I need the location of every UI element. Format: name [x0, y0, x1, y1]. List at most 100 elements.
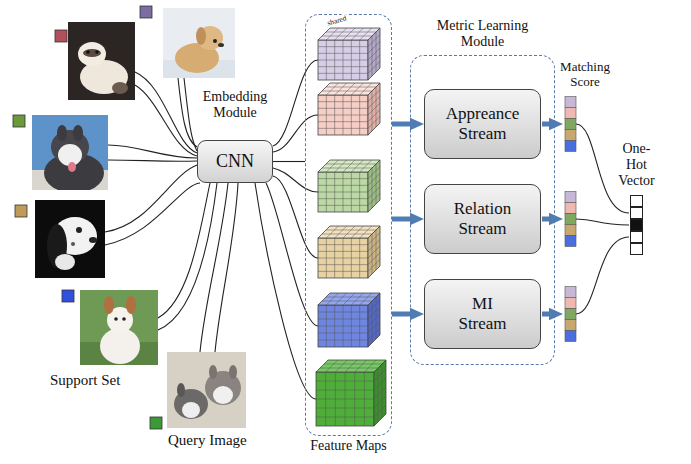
cube-grid	[376, 87, 377, 127]
cube-grid	[368, 41, 380, 53]
wire	[108, 145, 197, 158]
cube-grid	[359, 238, 360, 278]
animal-shape	[196, 27, 206, 45]
wire	[255, 183, 316, 399]
cube-grid	[320, 368, 378, 369]
animal-shape	[112, 82, 128, 94]
animal-shape	[71, 242, 75, 246]
arrow-shaft	[392, 122, 411, 127]
connector	[392, 213, 424, 226]
cube-grid	[318, 60, 368, 61]
animal-shape	[73, 125, 83, 141]
feature-map-cube	[318, 83, 380, 135]
cube-grid	[368, 103, 380, 115]
feature-map-cube	[318, 293, 380, 347]
cube-grid	[376, 297, 377, 339]
cube-grid	[318, 333, 368, 334]
group-box: Metric Learning ModuleAppreance StreamRe…	[410, 55, 555, 365]
cube-grid	[318, 66, 368, 67]
cube-grid	[368, 55, 380, 67]
node-heading: Metric Learning Module	[424, 18, 542, 50]
process-box: Appreance Stream	[424, 89, 541, 159]
wire	[135, 72, 197, 153]
arrow-shaft	[542, 312, 550, 317]
score-cell	[565, 225, 576, 236]
vector-cell	[630, 207, 643, 219]
text-label: Matching Score	[560, 60, 610, 90]
cube-grid	[360, 28, 372, 40]
cube-front	[316, 372, 374, 426]
cube-grid	[360, 293, 372, 305]
cube-grid	[322, 91, 372, 92]
wire	[200, 183, 228, 352]
cube-grid	[351, 238, 352, 278]
class-marker	[140, 6, 152, 18]
cube-grid	[368, 307, 380, 319]
node-heading: Feature Maps	[310, 438, 387, 454]
animal-shape	[55, 254, 75, 270]
class-marker	[150, 417, 162, 429]
cube-grid	[351, 305, 352, 347]
arrow-head	[410, 213, 424, 226]
animal-shape	[213, 39, 217, 43]
photo	[167, 352, 246, 428]
merge-wire	[576, 237, 629, 314]
animal-shape	[104, 296, 114, 314]
cube-grid	[372, 301, 373, 343]
wire	[215, 183, 238, 352]
photo	[80, 290, 158, 365]
cube-grid	[326, 230, 376, 231]
cube-grid	[322, 168, 372, 169]
cube-grid	[368, 90, 380, 102]
cube-grid	[318, 121, 368, 122]
class-marker	[55, 30, 67, 42]
feature-map-cube	[318, 160, 380, 212]
cube-grid	[316, 399, 374, 400]
cube-grid	[360, 160, 372, 172]
animal-shape	[213, 386, 233, 404]
cube-grid	[318, 73, 368, 74]
cube-grid	[374, 387, 386, 399]
photo	[163, 8, 235, 78]
animal-shape	[89, 237, 97, 243]
arrow-shaft	[542, 122, 550, 127]
class-marker	[15, 205, 27, 217]
cube-grid	[326, 360, 338, 372]
score-arrow	[542, 308, 563, 321]
wire	[135, 85, 197, 156]
photo-background	[163, 8, 235, 78]
score-cell	[565, 119, 576, 130]
cube-grid	[351, 172, 352, 212]
cube-grid	[368, 61, 380, 73]
arrow-head	[410, 308, 424, 321]
animal-shape	[83, 49, 101, 57]
text-label: shared	[325, 13, 348, 27]
wire	[266, 183, 318, 326]
photo-background	[35, 200, 105, 278]
animal-shape	[197, 26, 223, 50]
cube-grid	[378, 368, 379, 422]
class-marker	[13, 115, 25, 127]
score-cell	[565, 214, 576, 225]
cube-grid	[364, 360, 376, 372]
cube-grid	[368, 187, 380, 199]
animal-shape	[68, 162, 76, 172]
feature-map-cube	[316, 360, 386, 426]
cube-grid	[368, 116, 380, 128]
node-label: CNN	[216, 151, 254, 172]
cube-grid	[368, 314, 380, 326]
feature-map-cube	[318, 226, 380, 278]
cube-grid	[376, 164, 377, 204]
cube-grid	[318, 198, 368, 199]
connector	[273, 161, 305, 162]
animal-shape	[95, 50, 99, 54]
cube-grid	[351, 95, 352, 135]
arrow-head	[410, 118, 424, 131]
score-cell	[565, 331, 576, 342]
cube-grid	[368, 110, 380, 122]
node-label: MI Stream	[458, 294, 506, 333]
cube-grid	[372, 36, 373, 76]
wire	[273, 176, 318, 258]
cube-grid	[359, 95, 360, 135]
cube-grid	[318, 258, 368, 259]
